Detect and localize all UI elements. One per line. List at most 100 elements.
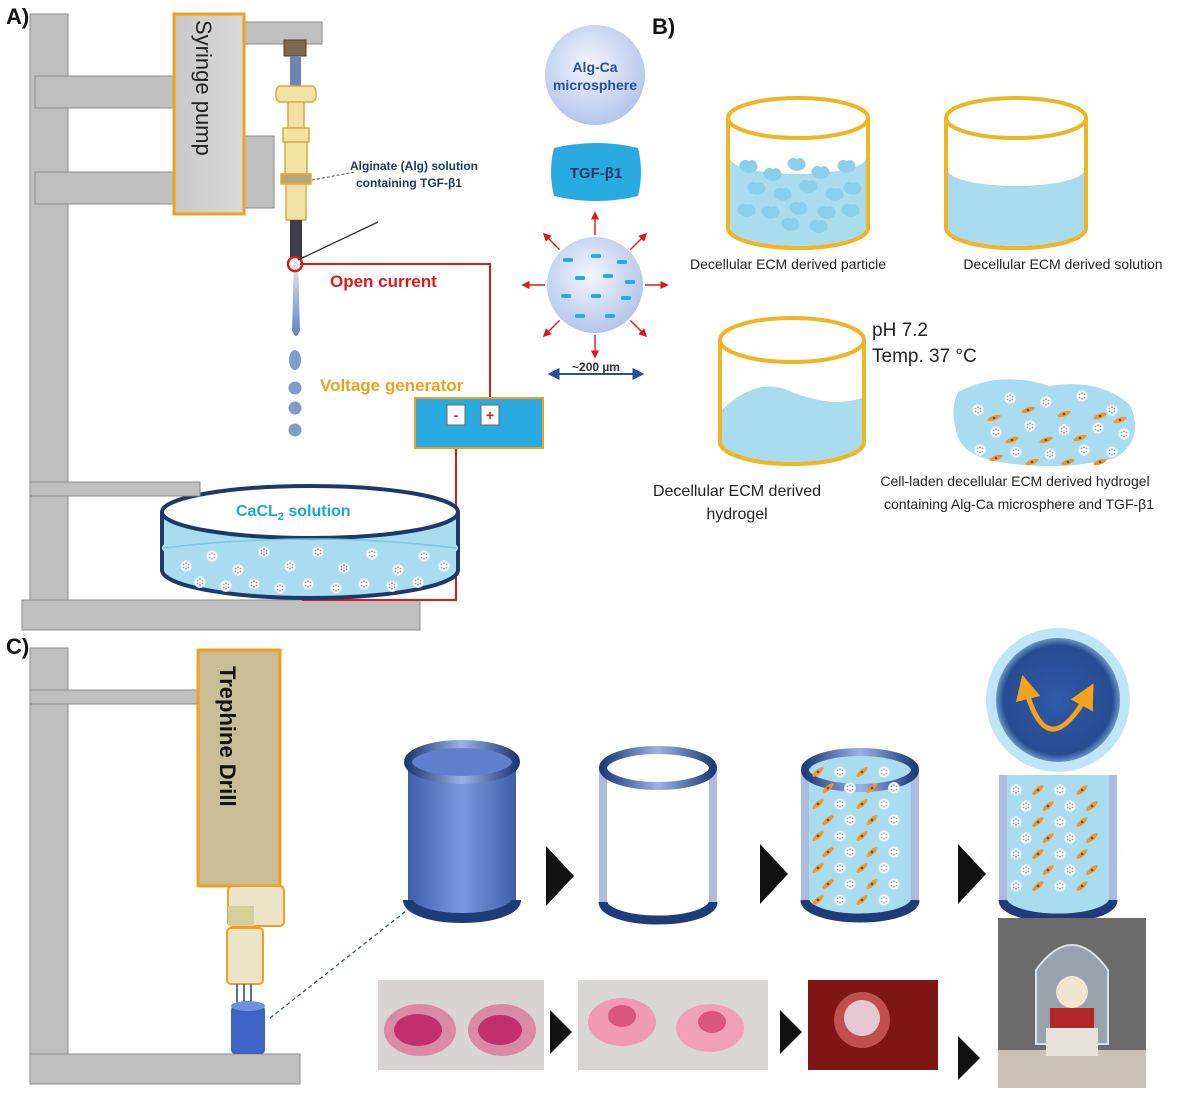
syringe — [275, 39, 317, 437]
alginate-pointer — [311, 171, 356, 181]
tgf-particles — [561, 254, 635, 318]
release-arrow — [629, 232, 648, 251]
trephine-drill: Trephine Drill — [196, 648, 285, 1054]
alginate-label-1: Alginate (Alg) solution — [350, 159, 478, 173]
microsphere-mark — [878, 798, 890, 810]
tgf-particle — [591, 294, 601, 298]
hydrogel-label-1: Decellular ECM derived — [653, 483, 821, 500]
process-arrows-top — [546, 844, 986, 906]
size-label: ~200 µm — [572, 360, 620, 374]
tgf-particle — [575, 314, 585, 318]
microsphere-mark — [878, 830, 890, 842]
ecm-particle — [781, 217, 800, 231]
microsphere-mark — [258, 546, 270, 558]
nozzle-pointer — [297, 221, 379, 261]
panel-a-label: A) — [6, 4, 29, 29]
ph-label: pH 7.2 — [872, 320, 928, 341]
microsphere-mark — [412, 576, 424, 588]
photo-panel-1 — [378, 980, 544, 1070]
microsphere-mark — [1044, 448, 1056, 460]
microsphere-mark — [834, 894, 846, 906]
panel-c-label: C) — [6, 634, 29, 659]
microsphere-mark — [284, 560, 296, 572]
microsphere-mark — [392, 564, 404, 576]
cylinder-capped — [976, 628, 1140, 932]
microsphere-mark — [844, 782, 856, 794]
cylinder-filled — [800, 748, 920, 923]
ecm-particle — [817, 205, 836, 219]
ecm-particle — [747, 181, 766, 195]
microsphere-mark — [972, 404, 984, 416]
microsphere-mark — [1076, 390, 1088, 402]
tgf-particle — [603, 274, 613, 278]
microsphere-mark — [1010, 446, 1022, 458]
microsphere-mark — [386, 580, 398, 592]
microsphere-mark — [834, 862, 846, 874]
ecm-particle-label: Decellular ECM derived particle — [690, 256, 886, 272]
microsphere-mark — [1106, 446, 1118, 458]
ecm-particle — [773, 187, 792, 201]
panel-b-label: B) — [652, 14, 675, 39]
alg-ca-label-2: microsphere — [553, 77, 637, 93]
lab-stand-c — [29, 481, 301, 1085]
microsphere-mark — [888, 814, 900, 826]
microsphere-mark — [878, 894, 890, 906]
microsphere-mark — [1020, 800, 1032, 812]
voltage-generator-label: Voltage generator — [320, 376, 464, 395]
trephine-label: Trephine Drill — [215, 666, 240, 807]
cell-laden-hydrogel-blob — [953, 379, 1135, 467]
ecm-particle — [841, 203, 860, 217]
microsphere-mark — [274, 582, 286, 594]
microsphere-mark — [438, 560, 450, 572]
microsphere-mark — [206, 550, 218, 562]
tgf-particle — [563, 258, 573, 262]
release-arrow — [542, 319, 561, 338]
cacl2-dish — [160, 484, 460, 600]
microsphere-mark — [312, 546, 324, 558]
tgf-particle — [625, 280, 635, 284]
loaded-microsphere — [521, 211, 669, 359]
microsphere-mark — [1004, 392, 1016, 404]
lab-stand-a — [21, 13, 421, 631]
microsphere-mark — [844, 846, 856, 858]
cell-laden-label-2: containing Alg-Ca microsphere and TGF-β1 — [884, 496, 1154, 512]
microsphere-mark — [888, 846, 900, 858]
ecm-particle — [737, 203, 756, 217]
ecm-particle — [799, 179, 818, 193]
tgf-particle — [561, 294, 571, 298]
microsphere-mark — [1010, 816, 1022, 828]
dish-ecm-particle — [726, 96, 870, 250]
dish-ecm-hydrogel — [718, 316, 866, 466]
microsphere-mark — [1092, 422, 1104, 434]
voltage-generator: - + — [414, 397, 544, 449]
microsphere-mark — [1064, 832, 1076, 844]
microsphere-mark — [878, 766, 890, 778]
microsphere-mark — [990, 426, 1002, 438]
ecm-particle — [761, 205, 780, 219]
release-arrows — [521, 211, 669, 359]
microsphere-mark — [1010, 880, 1022, 892]
syringe-pump-label: Syringe pump — [191, 20, 216, 156]
microsphere-mark — [1106, 404, 1118, 416]
alg-ca-microsphere-icon: Alg-Ca microsphere — [545, 25, 645, 125]
cylinder-solid — [403, 740, 521, 923]
hydrogel-label-2: hydrogel — [706, 506, 767, 523]
microsphere-mark — [834, 830, 846, 842]
microsphere-mark — [180, 560, 192, 572]
ecm-particle — [837, 159, 856, 173]
microsphere-mark — [248, 578, 260, 590]
ecm-particle — [809, 219, 828, 233]
ecm-particle — [811, 165, 830, 179]
tgf-beta1-icon: TGF-β1 — [551, 143, 641, 201]
dish-ecm-solution — [944, 96, 1088, 250]
microsphere-mark — [1020, 864, 1032, 876]
tgf-particle — [617, 260, 627, 264]
tgf-particle — [575, 276, 585, 280]
microsphere-mark — [418, 550, 430, 562]
release-arrow — [542, 232, 561, 251]
alginate-label-2: containing TGF-β1 — [356, 176, 462, 190]
microsphere-mark — [1064, 864, 1076, 876]
microsphere-mark — [1020, 832, 1032, 844]
